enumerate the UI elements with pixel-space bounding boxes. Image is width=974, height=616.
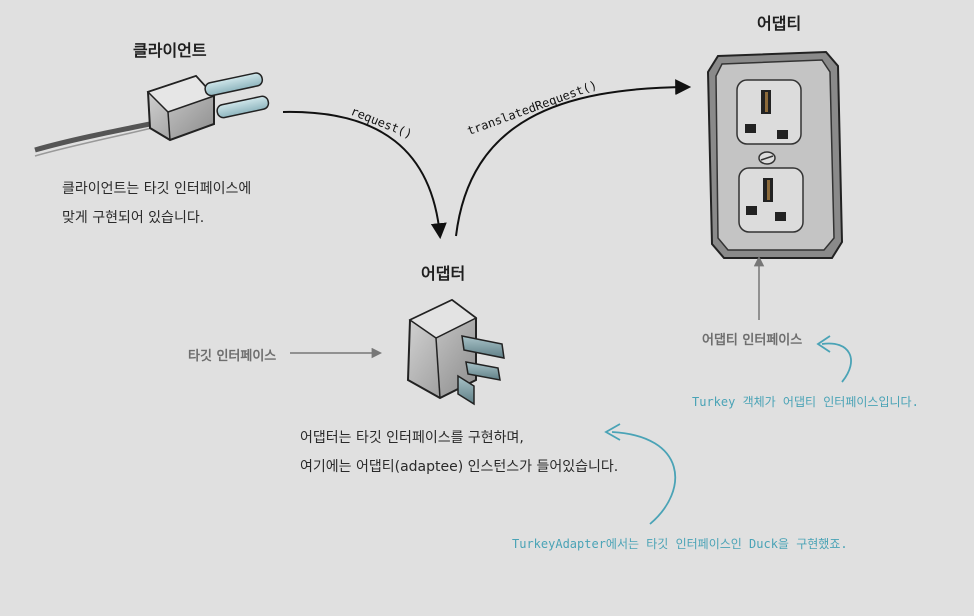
adapter-plug-icon — [406, 298, 505, 406]
adapter-title: 어댑터 — [421, 264, 466, 283]
turkey-note-arrowhead — [816, 335, 831, 353]
client-description-line-1: 클라이언트는 타깃 인터페이스에 — [62, 181, 252, 197]
adapter-note-arrow — [611, 431, 677, 525]
adapter-description: 어댑터는 타깃 인터페이스를 구현하며, 여기에는 어댑티(adaptee) 인… — [300, 424, 660, 482]
turkey-adapter-note: TurkeyAdapter에서는 타깃 인터페이스인 Duck을 구현했죠. — [512, 537, 848, 551]
client-title: 클라이언트 — [133, 41, 207, 60]
adapter-description-line-2: 여기에는 어댑티(adaptee) 인스턴스가 들어있습니다. — [300, 459, 619, 475]
adapter-note-arrowhead — [604, 423, 621, 441]
client-description: 클라이언트는 타깃 인터페이스에 맞게 구현되어 있습니다. — [62, 175, 322, 233]
adaptee-title: 어댑티 — [757, 14, 802, 33]
client-plug-icon — [34, 72, 270, 157]
translated-request-arrow — [455, 79, 692, 237]
request-arrow — [282, 110, 447, 240]
turkey-note: Turkey 객체가 어댑티 인터페이스입니다. — [692, 395, 919, 409]
target-interface-label: 타깃 인터페이스 — [188, 349, 277, 364]
adaptee-interface-label: 어댑티 인터페이스 — [702, 333, 803, 348]
adaptee-socket-icon — [706, 50, 844, 259]
client-description-line-2: 맞게 구현되어 있습니다. — [62, 210, 205, 226]
turkey-note-arrow — [821, 342, 852, 383]
adapter-description-line-1: 어댑터는 타깃 인터페이스를 구현하며, — [300, 430, 524, 446]
